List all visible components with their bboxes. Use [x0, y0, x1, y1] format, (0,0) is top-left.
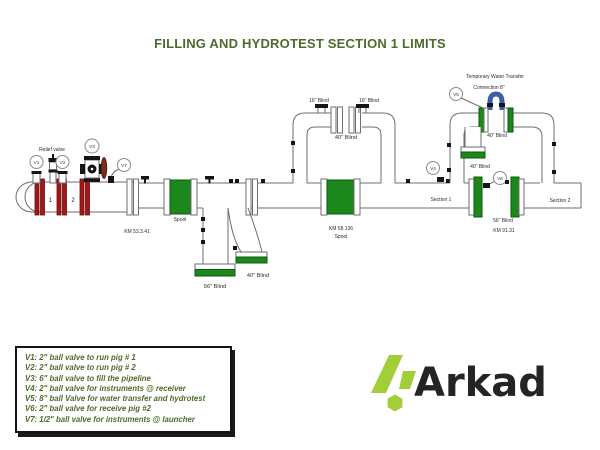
- km-mid-label: KM 58.136: [329, 226, 353, 232]
- legend-line-v6: V6: 2" ball valve for receive pig #2: [25, 404, 151, 414]
- spool-mid-label: Spool: [335, 234, 348, 240]
- blind-56-label: 56" Blind: [204, 284, 226, 290]
- pig-launcher: 1 2 KM 53.3.41: [15, 178, 150, 235]
- handwheel: [100, 157, 108, 179]
- arkad-logo-text: Arkad: [414, 360, 547, 406]
- valve-tag-v6: V6: [497, 176, 503, 182]
- valve-tag-v1: V1: [34, 160, 40, 166]
- page-title: FILLING AND HYDROTEST SECTION 1 LIMITS: [154, 36, 446, 51]
- valve-tag-v5: V5: [453, 92, 459, 98]
- km-end-label: KM 91.31: [493, 228, 515, 234]
- section1-label: Section 1: [431, 197, 452, 203]
- arkad-logo-icon: [371, 355, 416, 412]
- legend-line-v1: V1: 2" ball valve to run pig # 1: [25, 353, 136, 362]
- blind-40-label-c: 40" Blind: [487, 133, 507, 139]
- blind-40-label-a: 40" Blind: [247, 273, 269, 279]
- spool-km58: KM 58.136 Spool: [320, 178, 361, 240]
- spool-1-label: Spool: [174, 217, 187, 223]
- valve-circle-v5: [449, 87, 463, 101]
- elbow-40-blind: 40" Blind: [227, 207, 269, 279]
- valve-tag-v4: V4: [430, 166, 436, 172]
- blind-16-label-a: 16" Blind: [309, 98, 329, 104]
- legend-line-v4: V4: 2" ball valve for instruments @ rece…: [25, 383, 186, 393]
- section2-label: Section 2: [550, 198, 571, 204]
- valve-tag-v2: V2: [60, 160, 66, 166]
- valve-circle-v6: [493, 171, 507, 185]
- valve-circle-v4: [426, 161, 440, 175]
- transfer-hose: [487, 91, 505, 110]
- inner-stub-fill: [465, 127, 481, 147]
- tee-56-blind: 56" Blind: [194, 208, 236, 290]
- main-pipeline: [138, 176, 469, 216]
- spool-1: Spool: [163, 178, 198, 223]
- blind-16-label-b: 16" Blind: [359, 98, 379, 104]
- spool-number-2: 2: [71, 198, 75, 204]
- valve-circle-v2: [55, 155, 70, 169]
- valve-legend-box: V1: 2" ball valve to run pig # 1 V2: 2" …: [15, 346, 232, 434]
- km-launcher-label: KM 53.3.41: [124, 229, 150, 235]
- legend-line-v7: V7: 1/2" ball valve for instruments @ la…: [25, 414, 195, 424]
- valve-circle-v3: [84, 138, 100, 154]
- transfer-arch: 40" Blind V5 Temporary Water Transfer Co…: [447, 74, 556, 183]
- valve-circle-v7: [117, 158, 131, 172]
- valve-tag-v3: V3: [89, 144, 95, 150]
- legend-line-v3: V3: 6" ball valve to fill the pipeline: [25, 373, 151, 383]
- middle-loop: 40" Blind 16" Blind 16" Blind: [291, 98, 396, 183]
- relief-valve-label: Relief valve: [39, 147, 65, 153]
- receiver-end: V4 Section 1 V6 Section 2 56" Blind KM 9…: [426, 161, 582, 234]
- launcher-instruments: V1 Relief valve V2 V3: [29, 138, 131, 184]
- legend-line-v5: V5: 8" ball Valve for water transfer and…: [25, 394, 206, 404]
- valve-circle-v1: [29, 155, 44, 169]
- blind-40-label-d: 40" Blind: [470, 164, 490, 170]
- blind-40-label-b: 40" Blind: [335, 135, 357, 141]
- spool-number-1: 1: [49, 198, 53, 204]
- valve-tag-v7: V7: [121, 163, 127, 169]
- legend-line-v2: V2: 2" ball valve to run pig # 2: [25, 363, 136, 373]
- twt-label-2: Connection 8": [473, 85, 504, 91]
- twt-label-1: Temporary Water Transfer: [466, 74, 524, 80]
- blind-56-label-b: 56" Blind: [493, 218, 513, 224]
